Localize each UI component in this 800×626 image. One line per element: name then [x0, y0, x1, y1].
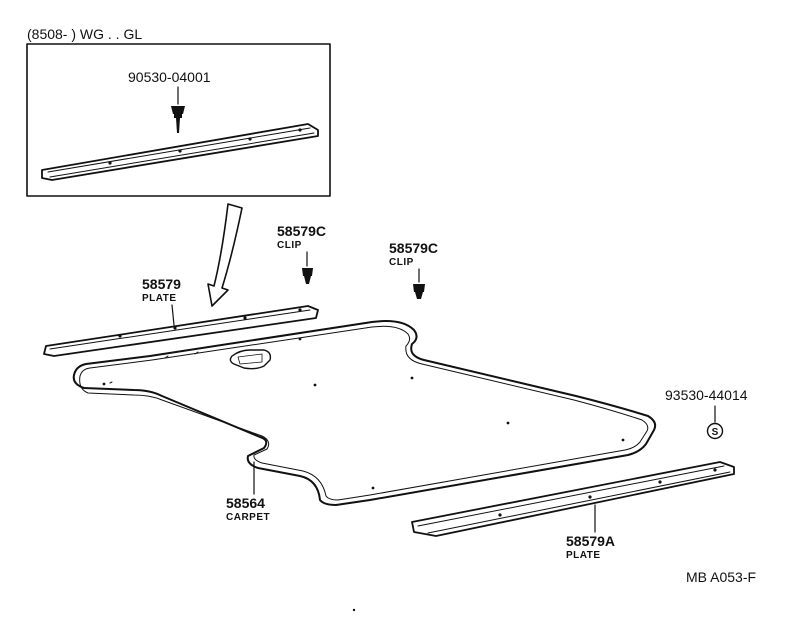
- plate-part-name: PLATE: [142, 293, 177, 304]
- detail-inset-box: [26, 43, 331, 197]
- curved-arrow-icon: [207, 203, 243, 307]
- clip-right-icon: [413, 284, 425, 299]
- model-range-label: (8508- ) WG . . GL: [27, 26, 142, 42]
- plate-a-part-number: 58579A: [566, 533, 615, 549]
- bolt-icon: [171, 106, 185, 133]
- carpet-part-number: 58564: [226, 495, 265, 511]
- screw-symbol-letter: S: [712, 427, 719, 438]
- screw-symbol-icon: [706, 422, 724, 440]
- carpet-part-name: CARPET: [226, 512, 270, 523]
- clip-left-part-name: CLIP: [277, 240, 302, 251]
- scan-speck: [352, 608, 356, 612]
- clip-left-icon: [302, 268, 313, 284]
- screw-part-number: 93530-44014: [665, 387, 748, 403]
- plate-a-strip: [411, 461, 735, 537]
- clip-right-part-number: 58579C: [389, 240, 438, 256]
- clip-left-part-number: 58579C: [277, 223, 326, 239]
- plate-part-number: 58579: [142, 276, 181, 292]
- inset-plate-strip: [41, 123, 319, 181]
- carpet-outline: [72, 320, 657, 506]
- diagram-code: MB A053-F: [686, 569, 756, 585]
- plate-leader-line: [171, 304, 175, 326]
- bolt-part-number: 90530-04001: [128, 69, 211, 85]
- plate-a-part-name: PLATE: [566, 550, 601, 561]
- clip-right-part-name: CLIP: [389, 257, 414, 268]
- plate-strip: [43, 305, 319, 357]
